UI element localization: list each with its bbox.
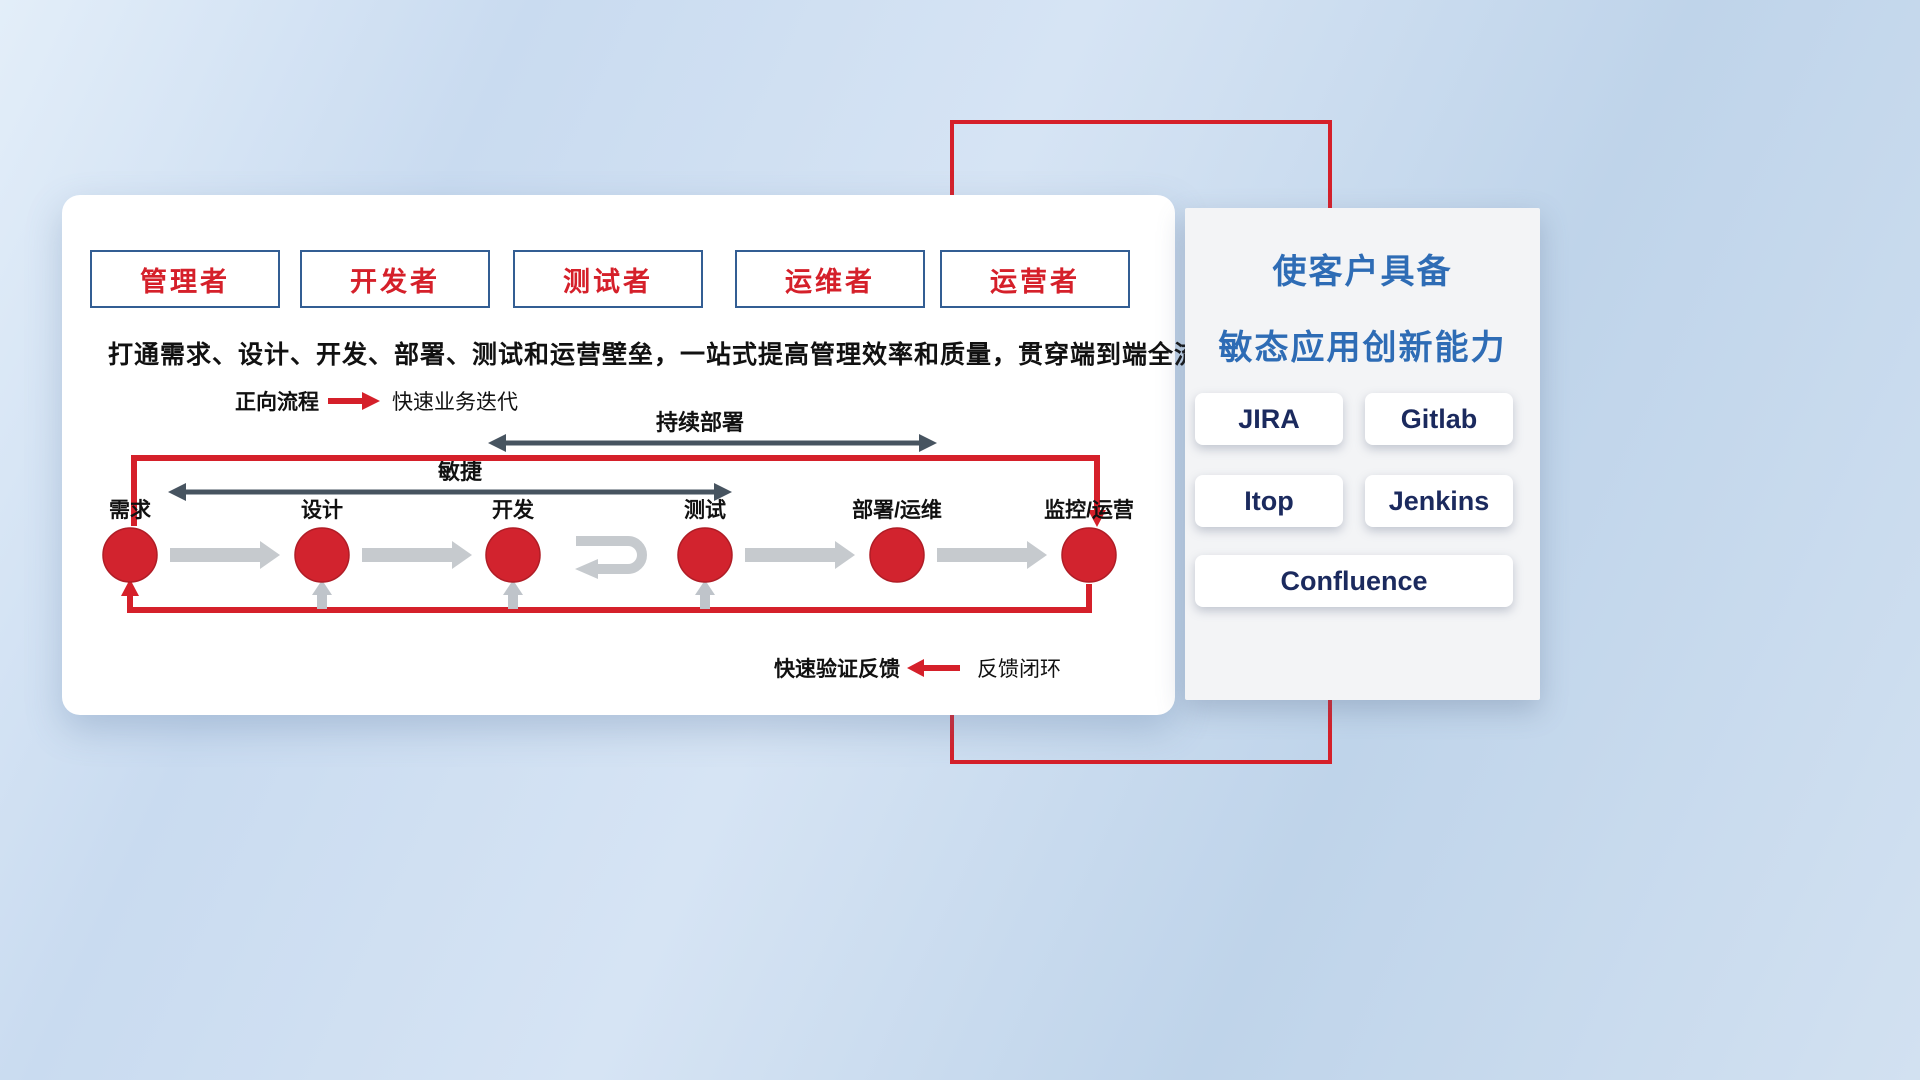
stage-circle-deploy-ops [869,527,925,583]
role-label: 管理者 [140,266,230,297]
role-box-operator: 运营者 [940,250,1130,308]
arrow-head-right-icon [714,483,732,501]
card-subtitle: 打通需求、设计、开发、部署、测试和运营壁垒，一站式提高管理效率和质量，贯穿端到端… [108,341,1227,369]
feedback-legend-label: 快速验证反馈 [774,657,900,681]
stage-circle-monitor-operate [1061,527,1117,583]
role-box-tester: 测试者 [513,250,703,308]
flow-diagram: 正向流程 快速业务迭代 持续部署 敏捷 需求 设计 开发 测试 部署/运维 [102,390,1134,681]
tool-box-confluence: Confluence [1195,555,1513,607]
arrow-head-left-icon [907,659,924,677]
stage-circle-design [294,527,350,583]
role-label: 测试者 [563,266,653,297]
stage-label-design: 设计 [301,499,343,522]
tool-box-gitlab: Gitlab [1365,393,1513,445]
role-box-manager: 管理者 [90,250,280,308]
stage-label-monitor-operate: 监控/运营 [1044,498,1134,522]
arrow-head-left-icon [488,434,506,452]
role-label: 运维者 [785,266,875,297]
capability-panel: 使客户具备 敏态应用创新能力 JIRA Gitlab Itop Jenkins … [1185,208,1540,700]
stage-circle-develop [485,527,541,583]
forward-legend-desc: 快速业务迭代 [392,391,518,414]
tool-label: Confluence [1280,565,1428,596]
tool-label: JIRA [1238,403,1300,434]
feedback-legend-desc: 反馈闭环 [977,658,1061,681]
stage-label-deploy-ops: 部署/运维 [852,498,942,522]
arrow-head-right-icon [1027,541,1047,569]
arrow-head-down-icon [1088,510,1106,527]
tool-box-jenkins: Jenkins [1365,475,1513,527]
stage-circle-requirements [102,527,158,583]
stage-label-test: 测试 [684,499,726,522]
arrow-head-right-icon [260,541,280,569]
arrow-head-up-icon [121,579,139,596]
feedback-loop-line [127,584,1092,613]
stage-circle-test [677,527,733,583]
tool-box-itop: Itop [1195,475,1343,527]
role-label: 运营者 [990,266,1080,297]
arrow-head-left-icon [168,483,186,501]
agile-label: 敏捷 [437,459,483,484]
process-card: 管理者 开发者 测试者 运维者 运营者 打通需求、设计、开发、部署、测试和运营壁… [62,195,1227,715]
arrow-head-up-icon [695,580,715,595]
arrow-head-right-icon [919,434,937,452]
iteration-uturn-arrow-icon [576,536,647,574]
arrow-head-up-icon [312,580,332,595]
continuous-deploy-label: 持续部署 [656,410,744,435]
tool-label: Jenkins [1388,485,1490,516]
forward-legend-label: 正向流程 [235,390,319,414]
stage-label-develop: 开发 [492,498,535,522]
tool-label: Itop [1244,485,1294,516]
panel-title-line2: 敏态应用创新能力 [1218,329,1507,367]
arrow-head-right-icon [835,541,855,569]
role-box-developer: 开发者 [300,250,490,308]
tool-box-jira: JIRA [1195,393,1343,445]
panel-title-line1: 使客户具备 [1272,253,1453,291]
forward-arrow-head-icon [362,392,380,410]
role-box-ops: 运维者 [735,250,925,308]
tool-label: Gitlab [1400,403,1478,434]
arrow-head-up-icon [503,580,523,595]
forward-loop-line [131,455,1100,526]
role-label: 开发者 [350,266,440,297]
arrow-head-right-icon [452,541,472,569]
stage-label-requirements: 需求 [109,499,151,522]
arrow-head-left-icon [575,559,598,579]
